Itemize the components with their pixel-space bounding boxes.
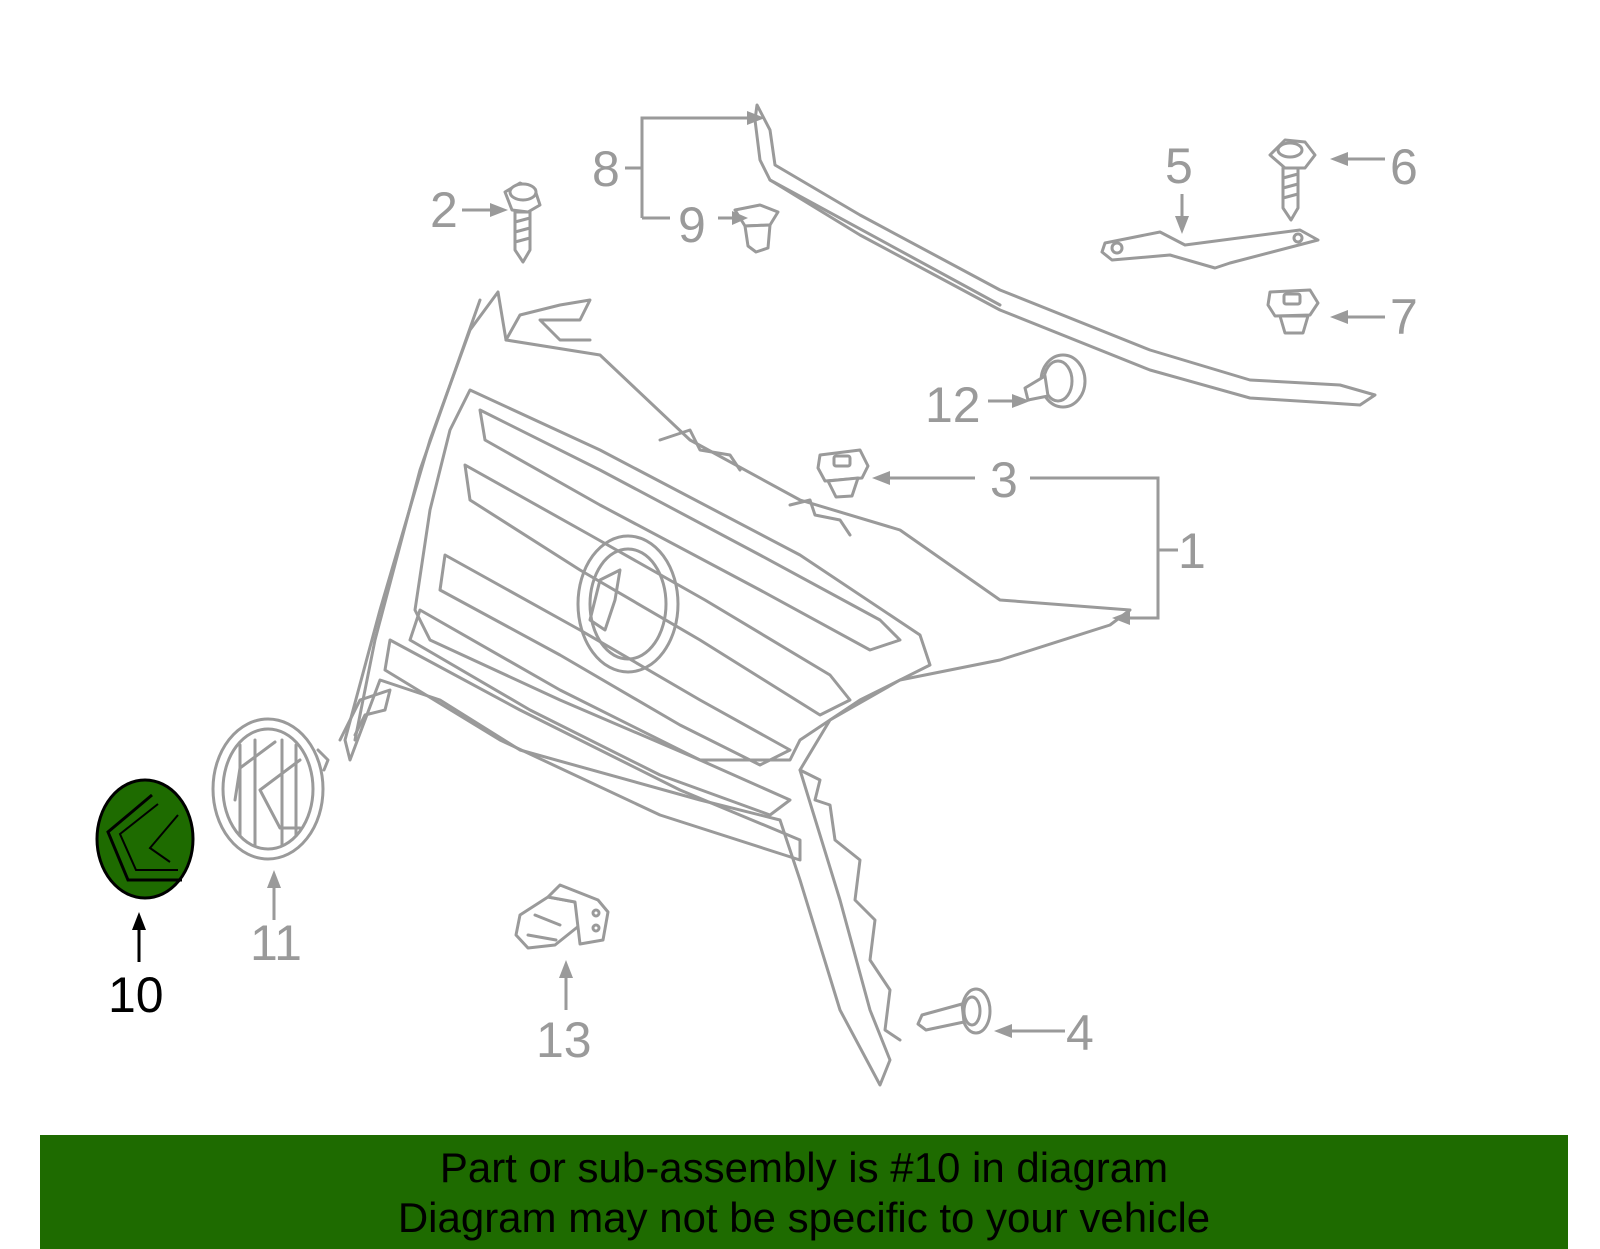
clip-part-3 [816, 448, 870, 499]
banner-line-disclaimer: Diagram may not be specific to your vehi… [397, 1194, 1211, 1241]
bracket-part-5 [1100, 228, 1320, 270]
emblem-base-part-11 [211, 717, 330, 861]
callout-labels: 1 2 3 4 5 6 7 8 9 10 11 12 13 [108, 138, 1418, 1068]
bolt-part-4 [916, 987, 992, 1035]
callout-5: 5 [1165, 138, 1193, 194]
push-pin-part-12 [1023, 353, 1087, 409]
grille-assembly [338, 290, 1132, 1087]
callout-6: 6 [1390, 139, 1418, 195]
emblem-part-10-highlighted [95, 778, 195, 900]
leader-lines [132, 111, 1385, 1038]
callout-11: 11 [250, 915, 302, 971]
callout-1: 1 [1178, 523, 1206, 579]
callout-4: 4 [1066, 1005, 1094, 1061]
callout-2: 2 [430, 182, 458, 238]
screw-part-2 [503, 181, 542, 264]
banner-line-part: Part or sub-assembly is #10 in diagram [439, 1144, 1169, 1191]
nut-clip-part-7 [1266, 288, 1320, 335]
sensor-bracket-part-13 [514, 883, 610, 950]
callout-13: 13 [536, 1012, 592, 1068]
upper-molding-strip [753, 103, 1377, 407]
callout-10: 10 [108, 967, 164, 1023]
callout-7: 7 [1390, 289, 1418, 345]
callout-12: 12 [925, 377, 981, 433]
bolt-part-6 [1268, 138, 1317, 222]
callout-8: 8 [592, 141, 620, 197]
clip-part-9 [733, 203, 780, 254]
callout-3: 3 [990, 452, 1018, 508]
callout-9: 9 [678, 197, 706, 253]
info-banner: Part or sub-assembly is #10 in diagram D… [40, 1135, 1568, 1249]
